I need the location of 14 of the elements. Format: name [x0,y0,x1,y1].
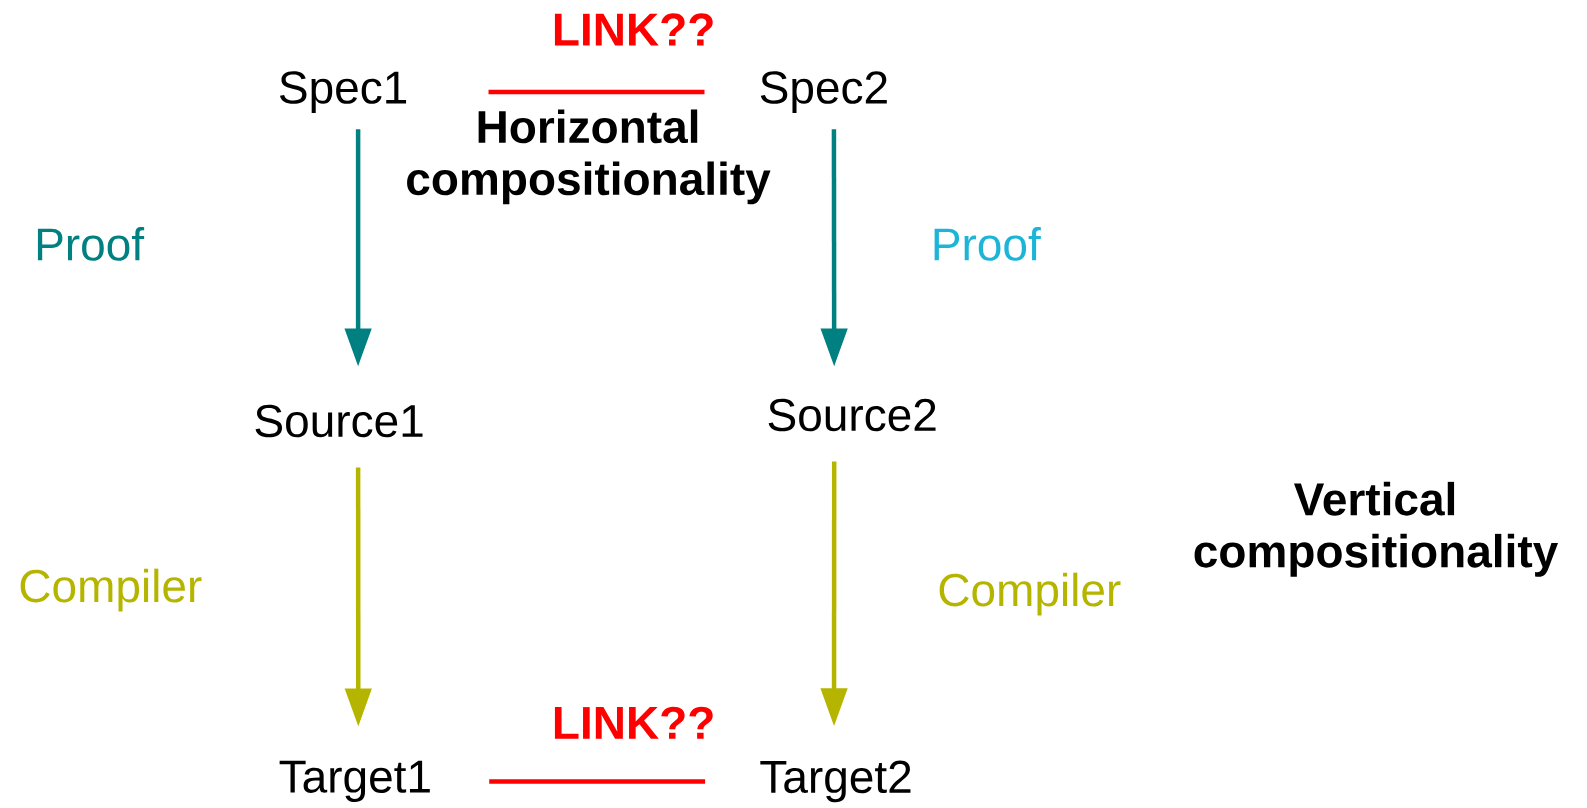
side-label: Compiler [20,568,202,612]
side-label: Compiler [939,572,1121,616]
side-label: Proof [37,227,145,261]
node-label: Source2 [768,398,936,432]
node-label: Target1 [279,760,430,802]
node-label: Target2 [760,760,911,803]
connector-line [489,779,706,784]
annotation-text: Vertical compositionality [1194,481,1559,577]
node-label: Spec1 [280,71,407,113]
side-label: Proof [934,227,1041,261]
edge-label: LINK?? [554,13,713,46]
connector-line [488,89,705,95]
node-label: Source1 [255,404,423,438]
edge-label: LINK?? [554,706,713,739]
